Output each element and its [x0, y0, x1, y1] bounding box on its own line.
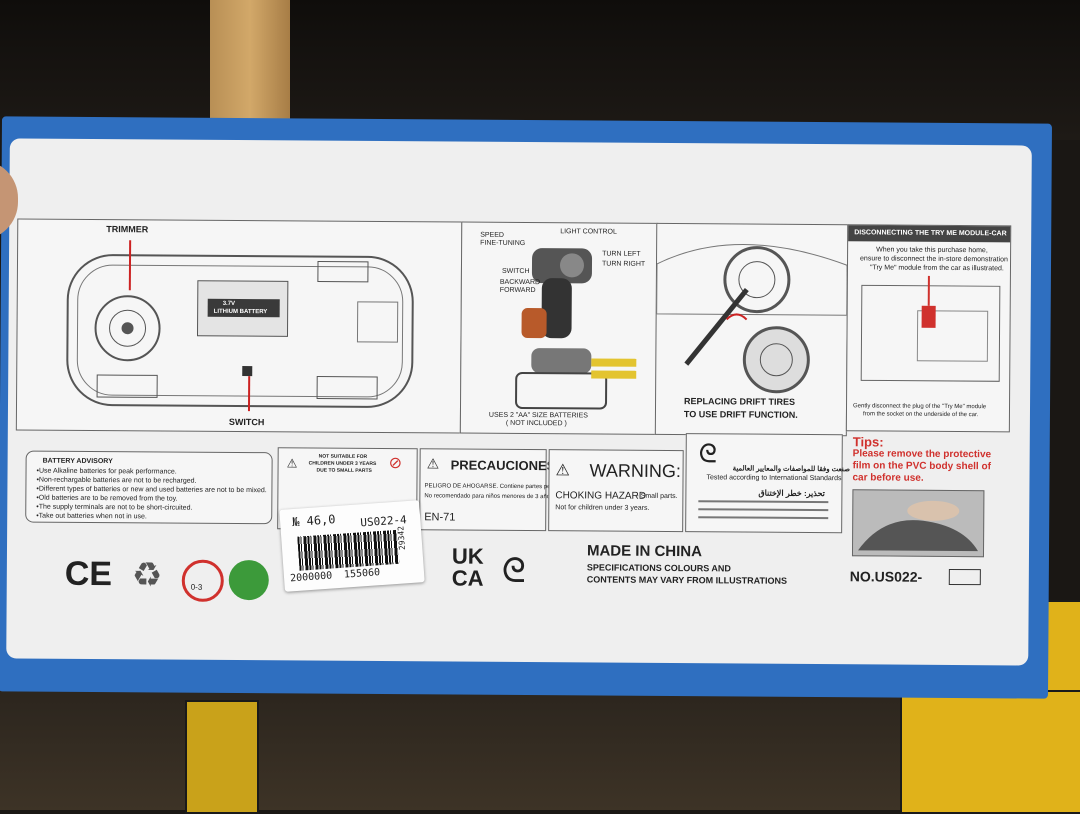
disconnect-module-diagram: DISCONNECTING THE TRY ME MODULE-CAR When… — [846, 224, 1011, 432]
standards-logo-icon: ᘓ — [699, 438, 718, 470]
precauciones-box: ⚠ PRECAUCIONES: PELIGRO DE AHOGARSE. Con… — [419, 448, 547, 531]
arabic-text-lines — [698, 508, 828, 511]
drift-line2: TO USE DRIFT FUNCTION. — [684, 409, 798, 420]
white-panel: TRIMMER SWITCH 3.7V LITHIUM BATTERY SPEE… — [6, 138, 1032, 665]
disconnect-foot1: Gently disconnect the plug of the "Try M… — [853, 403, 986, 410]
battery-type: LITHIUM BATTERY — [214, 309, 268, 315]
no-under-3-icon: ⊘ — [389, 453, 403, 473]
age-warning-text: 0-3 — [191, 583, 203, 592]
yellow-toy-box — [900, 690, 1080, 814]
switch-label: SWITCH — [229, 417, 265, 427]
tips-photo — [852, 489, 984, 557]
advisory-item: •Take out batteries when not in use. — [36, 512, 147, 522]
model-number: NO.US022- — [850, 568, 922, 585]
forward-label: FORWARD — [500, 286, 536, 295]
ce-mark-icon: CE — [65, 555, 113, 594]
warning-line2: Not for children under 3 years. — [555, 504, 649, 512]
warning-triangle-icon: ⚠ — [287, 456, 298, 470]
toy-box-back: TRIMMER SWITCH 3.7V LITHIUM BATTERY SPEE… — [0, 116, 1052, 698]
drift-line1: REPLACING DRIFT TIRES — [684, 396, 795, 407]
turn-right-label: TURN RIGHT — [602, 260, 645, 269]
spec-line1: SPECIFICATIONS COLOURS AND — [587, 562, 731, 573]
standards-warning-arabic: تحذير: خطر الإختناق — [758, 489, 825, 498]
warning-line1: CHOKING HAZARD — [555, 490, 646, 502]
small-parts-line1: NOT SUITABLE FOR — [319, 454, 368, 460]
sticker-price: № 46,0 — [292, 512, 336, 529]
precauciones-triangle-icon: ⚠ — [427, 455, 440, 472]
warning-title: WARNING: — [589, 460, 680, 482]
disconnect-header: DISCONNECTING THE TRY ME MODULE-CAR — [854, 229, 1006, 237]
yellow-toy-box — [185, 700, 259, 814]
barcode-digits-left: 2000000 — [290, 570, 333, 584]
tips-title: Tips: — [853, 434, 884, 449]
advisory-title: BATTERY ADVISORY — [43, 458, 113, 465]
drift-tires-diagram: REPLACING DRIFT TIRES TO USE DRIFT FUNCT… — [655, 223, 848, 436]
barcode-digits-mid: 155060 — [344, 567, 381, 580]
wooden-beam — [210, 0, 290, 125]
precauciones-title: PRECAUCIONES: — [451, 457, 560, 473]
price-sticker: № 46,0 US022-4 2000000 155060 29342 — [279, 500, 424, 592]
film-removal-illustration — [853, 490, 983, 556]
barcode — [297, 530, 399, 571]
spec-line2: CONTENTS MAY VARY FROM ILLUSTRATIONS — [587, 574, 787, 585]
chassis-diagram: TRIMMER SWITCH 3.7V LITHIUM BATTERY — [16, 218, 462, 433]
battery-voltage: 3.7V — [223, 301, 235, 307]
gulf-conformity-icon: ᘓ — [502, 552, 526, 591]
small-parts-line2: CHILDREN UNDER 3 YEARS — [309, 460, 377, 466]
disconnect-illustration — [847, 275, 1010, 396]
arabic-text-lines — [698, 500, 828, 503]
standards-english: Tested according to International Standa… — [706, 474, 841, 482]
warning-line1b: - Small parts. — [636, 493, 677, 500]
model-number-box — [949, 569, 981, 585]
recycle-icon: ♻ — [132, 555, 163, 595]
remote-switch-label: SWITCH — [502, 267, 530, 276]
ukca-mark-top: UK — [452, 545, 484, 567]
tips-line2: film on the PVC body shell of — [853, 460, 991, 472]
disconnect-foot2: from the socket on the underside of the … — [863, 411, 978, 418]
remote-diagram: SPEED FINE-TUNING LIGHT CONTROL TURN LEF… — [460, 222, 658, 435]
warning-triangle-icon: ⚠ — [555, 460, 569, 480]
light-control-label: LIGHT CONTROL — [560, 227, 617, 236]
age-warning-icon: 0-3 — [182, 560, 224, 602]
disconnect-line3: "Try Me" module from the car as illustra… — [870, 263, 1004, 273]
warning-box: ⚠ WARNING: CHOKING HAZARD - Small parts.… — [548, 449, 684, 532]
arabic-text-lines — [698, 516, 828, 519]
standards-arabic: صنعت وفقا للمواصفات والمعايير العالمية — [733, 464, 850, 473]
battery-advisory: BATTERY ADVISORY •Use Alkaline batteries… — [25, 451, 272, 525]
fine-tuning-label: FINE-TUNING — [480, 239, 525, 248]
precauciones-line2: No recomendado para niños menores de 3 a… — [424, 493, 554, 500]
not-included-label: ( NOT INCLUDED ) — [506, 419, 567, 428]
chassis-illustration — [17, 219, 461, 432]
standards-box: ᘓ صنعت وفقا للمواصفات والمعايير العالمية… — [685, 433, 843, 533]
trimmer-label: TRIMMER — [106, 224, 148, 234]
small-parts-line3: DUE TO SMALL PARTS — [317, 468, 372, 474]
green-dot-icon — [229, 560, 269, 600]
en71-mark: EN-71 — [424, 511, 455, 523]
tips-line1: Please remove the protective — [853, 448, 991, 460]
ukca-mark-bottom: CA — [452, 567, 484, 589]
tips-line3: car before use. — [852, 472, 923, 483]
barcode-digits-right: 29342 — [396, 526, 407, 551]
turn-left-label: TURN LEFT — [602, 250, 641, 259]
made-in-label: MADE IN CHINA — [587, 542, 702, 560]
